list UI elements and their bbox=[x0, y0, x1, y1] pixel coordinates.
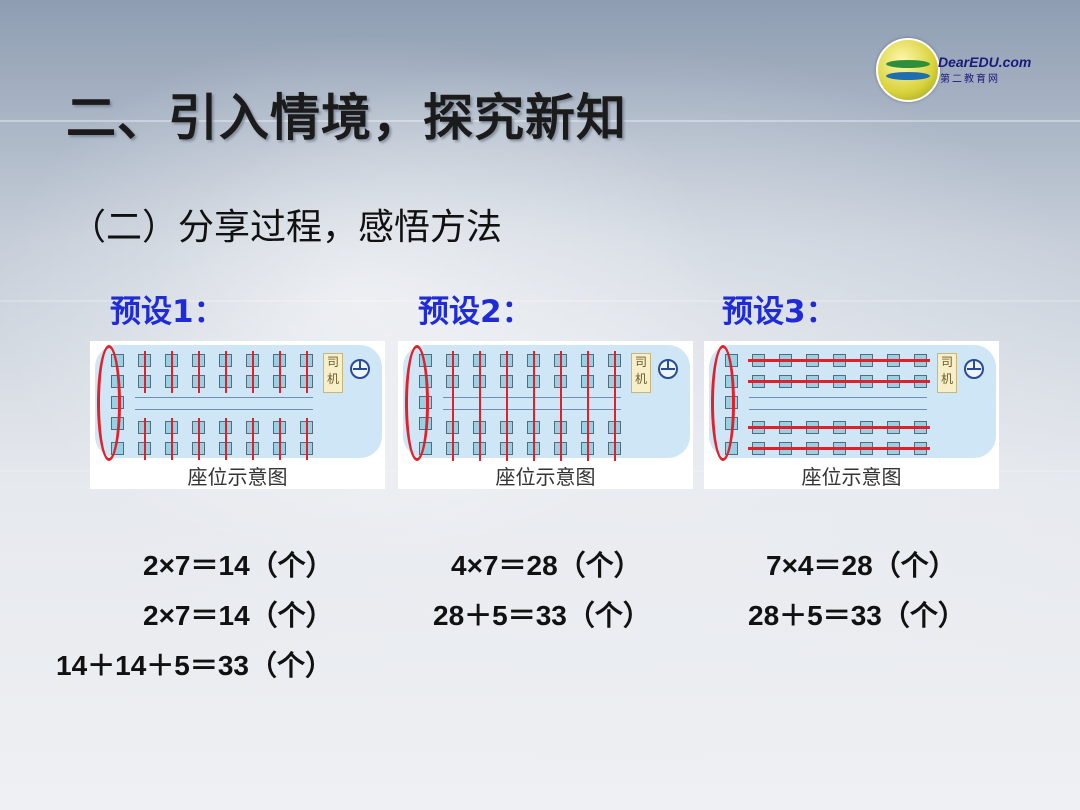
preset-2-label: 预设2： bbox=[418, 294, 533, 330]
steering-wheel-icon bbox=[350, 359, 370, 379]
highlight-line bbox=[225, 351, 227, 393]
aisle-line bbox=[135, 397, 313, 398]
highlight-line bbox=[252, 418, 254, 460]
highlight-line bbox=[748, 426, 930, 429]
highlight-line bbox=[587, 351, 589, 461]
highlight-line bbox=[614, 351, 616, 461]
driver-seat: 司机 bbox=[323, 353, 343, 393]
highlight-line bbox=[225, 418, 227, 460]
highlight-line bbox=[506, 351, 508, 461]
aisle-line bbox=[443, 409, 621, 410]
highlight-line bbox=[198, 351, 200, 393]
aisle-line bbox=[749, 409, 927, 410]
aisle-line bbox=[749, 397, 927, 398]
diagram-caption: 座位示意图 bbox=[495, 465, 596, 489]
highlight-line bbox=[479, 351, 481, 461]
highlight-line bbox=[748, 359, 930, 362]
driver-seat: 司机 bbox=[631, 353, 651, 393]
equation-2-1: 4×7＝28（个） bbox=[451, 550, 642, 581]
page-title: 二、引入情境，探究新知 bbox=[66, 89, 627, 147]
aisle-line bbox=[135, 409, 313, 410]
logo-emblem-icon bbox=[876, 38, 940, 102]
highlight-ellipse bbox=[97, 345, 121, 461]
logo-brand-text: DearEDU.com bbox=[938, 54, 1032, 70]
equation-1-1: 2×7＝14（个） bbox=[143, 550, 334, 581]
steering-wheel-icon bbox=[964, 359, 984, 379]
equation-2-2: 28＋5＝33（个） bbox=[433, 600, 651, 631]
equation-1-3: 14＋14＋5＝33（个） bbox=[56, 650, 334, 681]
diagram-caption: 座位示意图 bbox=[801, 465, 902, 489]
highlight-line bbox=[252, 351, 254, 393]
highlight-line bbox=[748, 380, 930, 383]
aisle-line bbox=[443, 397, 621, 398]
highlight-ellipse bbox=[711, 345, 735, 461]
seat-diagram-1: 司机 座位示意图 bbox=[90, 341, 385, 489]
highlight-line bbox=[748, 447, 930, 450]
highlight-line bbox=[198, 418, 200, 460]
highlight-line bbox=[279, 351, 281, 393]
steering-wheel-icon bbox=[658, 359, 678, 379]
seat-diagram-3: 司机 座位示意图 bbox=[704, 341, 999, 489]
highlight-line bbox=[171, 351, 173, 393]
highlight-line bbox=[306, 351, 308, 393]
equation-3-1: 7×4＝28（个） bbox=[766, 550, 957, 581]
equation-1-2: 2×7＝14（个） bbox=[143, 600, 334, 631]
driver-seat: 司机 bbox=[937, 353, 957, 393]
section-subtitle: （二）分享过程，感悟方法 bbox=[70, 207, 503, 248]
preset-1-label: 预设1： bbox=[110, 294, 225, 330]
highlight-line bbox=[560, 351, 562, 461]
highlight-line bbox=[171, 418, 173, 460]
equation-3-2: 28＋5＝33（个） bbox=[748, 600, 966, 631]
highlight-ellipse bbox=[405, 345, 429, 461]
preset-3-label: 预设3： bbox=[722, 294, 837, 330]
highlight-line bbox=[144, 351, 146, 393]
logo-sub-text: 第二教育网 bbox=[940, 74, 1000, 85]
seat-diagram-2: 司机 座位示意图 bbox=[398, 341, 693, 489]
highlight-line bbox=[306, 418, 308, 460]
highlight-line bbox=[452, 351, 454, 461]
highlight-line bbox=[279, 418, 281, 460]
highlight-line bbox=[533, 351, 535, 461]
highlight-line bbox=[144, 418, 146, 460]
diagram-caption: 座位示意图 bbox=[187, 465, 288, 489]
